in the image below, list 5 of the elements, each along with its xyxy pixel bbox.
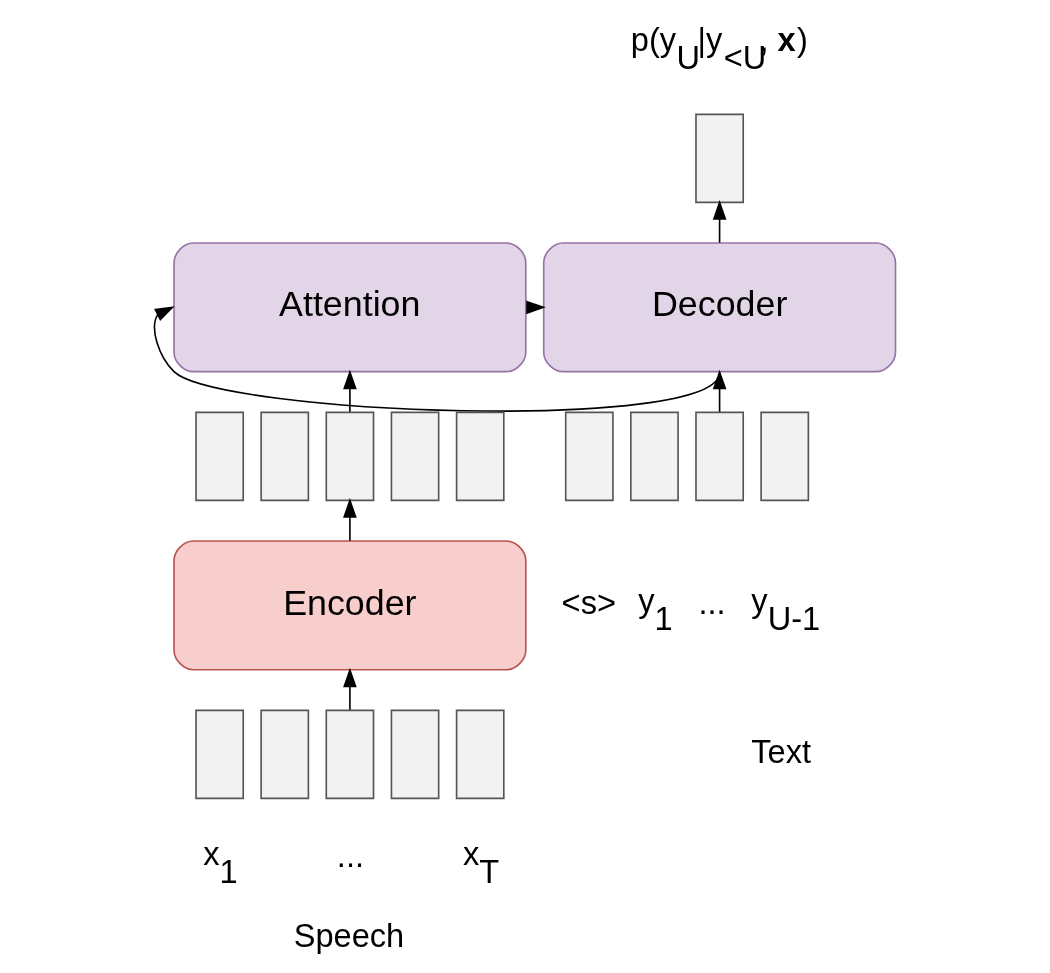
label: <s> bbox=[561, 584, 616, 621]
label: ... bbox=[698, 584, 726, 621]
label: ... bbox=[336, 837, 365, 874]
label: Text bbox=[751, 733, 812, 770]
label: Speech bbox=[293, 917, 405, 954]
